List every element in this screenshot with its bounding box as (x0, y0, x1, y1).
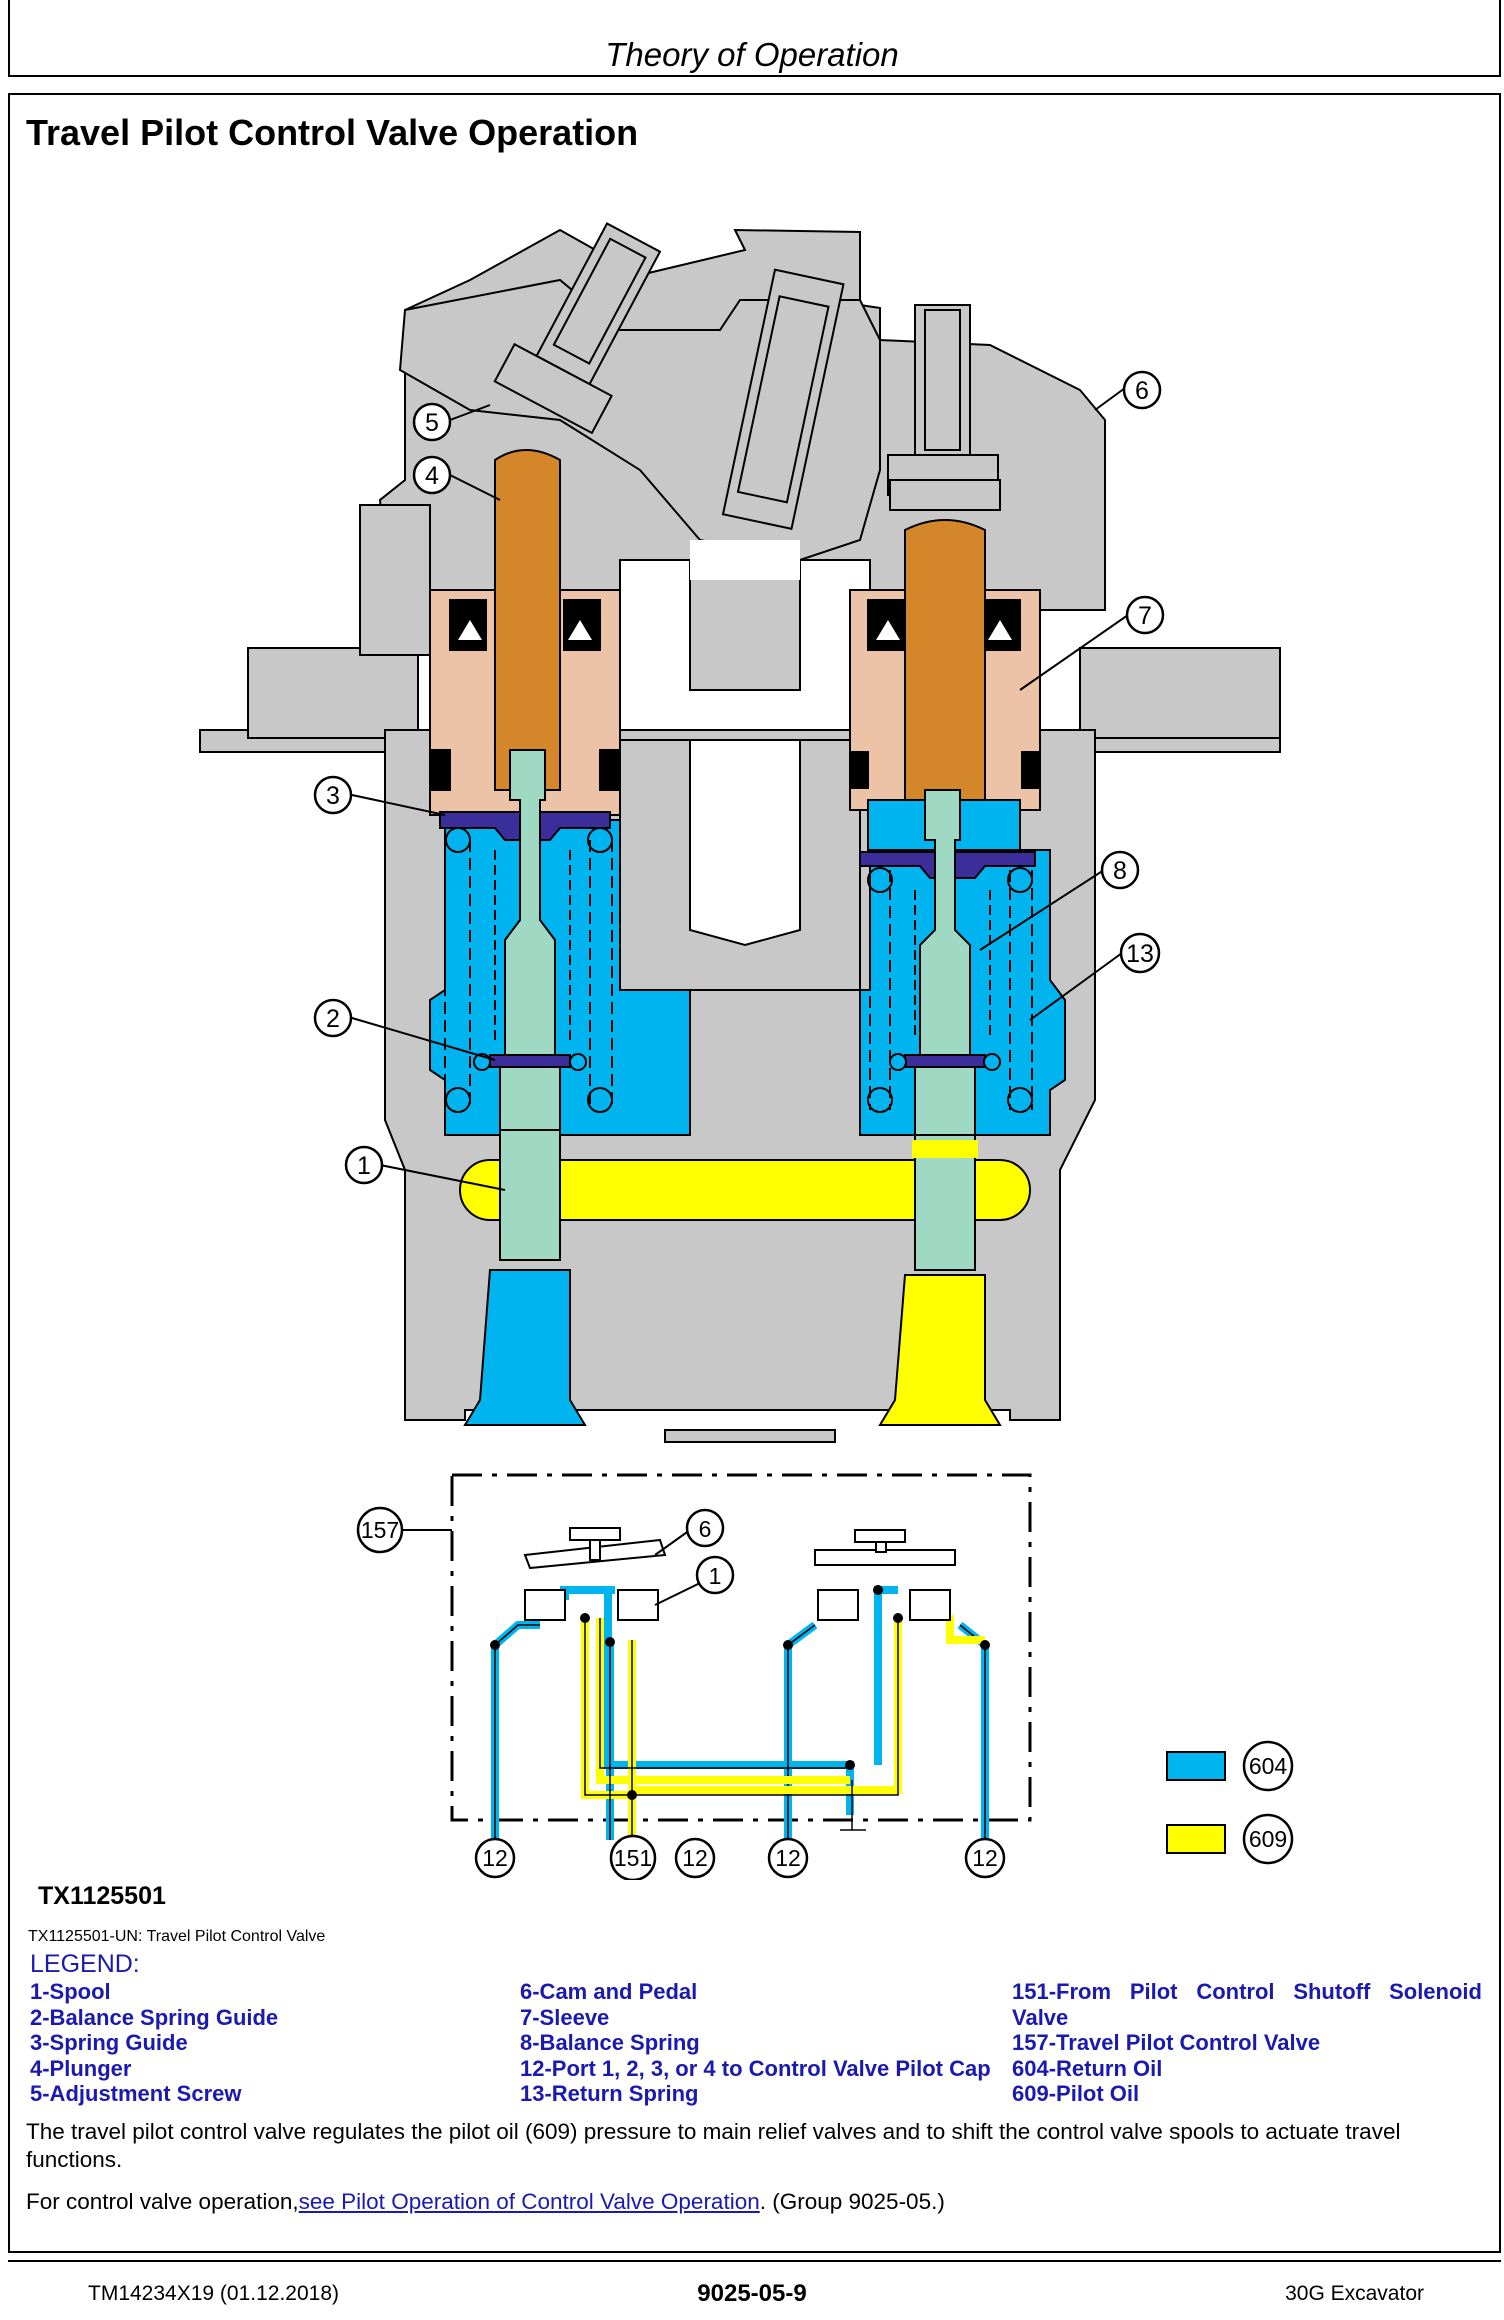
pilot-oil-channel (459, 1129, 1031, 1271)
svg-text:6: 6 (699, 1516, 712, 1542)
callout-leaders (351, 387, 1129, 1191)
callout-7: 7 (1125, 595, 1165, 635)
legend-word: Solenoid (1389, 1979, 1482, 2004)
legend-item: Valve (1012, 2004, 1069, 2030)
header-box (8, 0, 1501, 77)
key-label-604: 604 (1249, 1753, 1288, 1779)
legend-word: Control (1196, 1979, 1275, 2004)
cam-block (398, 222, 999, 580)
callout-12-b: 12 (674, 1837, 716, 1879)
legend-item: 157-Travel Pilot Control Valve (1012, 2030, 1321, 2055)
callout-1: 1 (344, 1145, 384, 1185)
legend-item: 8-Balance Spring (520, 2030, 700, 2055)
main-content-frame (8, 93, 1501, 2253)
svg-text:4: 4 (425, 462, 439, 490)
callout-13: 13 (1119, 932, 1161, 974)
callout-1-schematic: 1 (695, 1555, 735, 1595)
callout-12-c: 12 (767, 1837, 809, 1879)
footer-divider (8, 2260, 1501, 2262)
key-label-609: 609 (1249, 1826, 1287, 1852)
footer-page-number: 9025-05-9 (697, 2280, 807, 2307)
figure-caption: TX1125501-UN: Travel Pilot Control Valve (28, 1928, 326, 1945)
legend-item: 7-Sleeve (520, 2004, 610, 2030)
valve-figure: 5 4 3 2 1 6 7 8 13 (199, 222, 1294, 1880)
svg-text:7: 7 (1138, 602, 1152, 630)
legend-column-2: 6-Cam and Pedal 7-Sleeve 8-Balance Sprin… (520, 1979, 991, 2107)
legend-item: 604-Return Oil (1012, 2055, 1163, 2081)
legend-column-1: 1-Spool 2-Balance Spring Guide 3-Spring … (30, 1979, 278, 2107)
junction-dots (490, 1585, 990, 1800)
callout-8: 8 (1100, 850, 1140, 890)
svg-text:13: 13 (1126, 940, 1154, 968)
svg-text:12: 12 (682, 1845, 708, 1871)
footer-doc-id: TM14234X19 (01.12.2018) (88, 2282, 340, 2305)
svg-text:12: 12 (972, 1845, 998, 1871)
schematic-valves (523, 1527, 956, 1621)
callout-12-d: 12 (964, 1837, 1006, 1879)
svg-text:151: 151 (614, 1845, 652, 1871)
key-swatch-604 (1166, 1751, 1226, 1781)
footer-model: 30G Excavator (1285, 2282, 1424, 2305)
key-swatch-609 (1166, 1824, 1226, 1854)
callout-4: 4 (412, 455, 452, 495)
legend-item: 609-Pilot Oil (1012, 2081, 1140, 2106)
legend-word: Pilot (1129, 1979, 1178, 2004)
figure-id: TX1125501 (38, 1882, 166, 1910)
svg-text:1: 1 (709, 1563, 722, 1589)
reference-paragraph: For control valve operation,see Pilot Op… (26, 2188, 1486, 2216)
legend-item: 4-Plunger (30, 2055, 132, 2081)
callout-6: 6 (1122, 370, 1162, 410)
reference-link[interactable]: see Pilot Operation of Control Valve Ope… (298, 2189, 760, 2214)
color-key: 604 609 (1166, 1740, 1294, 1865)
legend-item: 1-Spool (30, 1979, 111, 2004)
svg-text:2: 2 (326, 1005, 340, 1033)
callout-12-a: 12 (474, 1837, 516, 1879)
svg-text:12: 12 (775, 1845, 801, 1871)
svg-text:6: 6 (1135, 377, 1149, 405)
legend-item: 151-From Pilot Control Shutoff Solenoid (1012, 1979, 1482, 2005)
svg-text:1: 1 (357, 1152, 371, 1180)
section-title: Travel Pilot Control Valve Operation (26, 112, 639, 153)
legend-item: 13-Return Spring (520, 2081, 699, 2106)
reference-prefix: For control valve operation, (26, 2189, 299, 2214)
legend-item: 6-Cam and Pedal (520, 1979, 698, 2004)
callout-151: 151 (609, 1834, 657, 1880)
legend-item: 3-Spring Guide (30, 2030, 188, 2055)
svg-text:5: 5 (425, 409, 439, 437)
return-oil-lines (491, 1586, 989, 1840)
callout-6-schematic: 6 (685, 1508, 725, 1548)
callout-2: 2 (313, 998, 353, 1038)
svg-text:8: 8 (1113, 857, 1127, 885)
description-paragraph: The travel pilot control valve regulates… (26, 2119, 1401, 2172)
svg-text:157: 157 (361, 1517, 399, 1543)
reference-suffix: . (Group 9025-05.) (759, 2189, 945, 2214)
legend-word: 151-From (1012, 1979, 1112, 2004)
callout-157: 157 (356, 1506, 404, 1554)
callout-5: 5 (412, 402, 452, 442)
legend-heading: LEGEND: (30, 1950, 140, 1978)
header-title: Theory of Operation (605, 36, 899, 73)
callout-3: 3 (313, 775, 353, 815)
legend-word: Shutoff (1293, 1979, 1371, 2004)
legend-column-3: 151-From Pilot Control Shutoff Solenoid … (1012, 1979, 1482, 2107)
svg-text:3: 3 (326, 782, 340, 810)
legend-item: 2-Balance Spring Guide (30, 2004, 279, 2030)
svg-text:12: 12 (482, 1845, 508, 1871)
legend-item: 5-Adjustment Screw (30, 2081, 242, 2106)
hydraulic-schematic: 157 6 1 12 151 12 12 12 (356, 1473, 1032, 1880)
schematic-boundary (450, 1473, 1032, 1822)
callout-circles: 5 4 3 2 1 6 7 8 13 (313, 370, 1165, 1185)
legend-item: 12-Port 1, 2, 3, or 4 to Control Valve P… (520, 2055, 991, 2081)
